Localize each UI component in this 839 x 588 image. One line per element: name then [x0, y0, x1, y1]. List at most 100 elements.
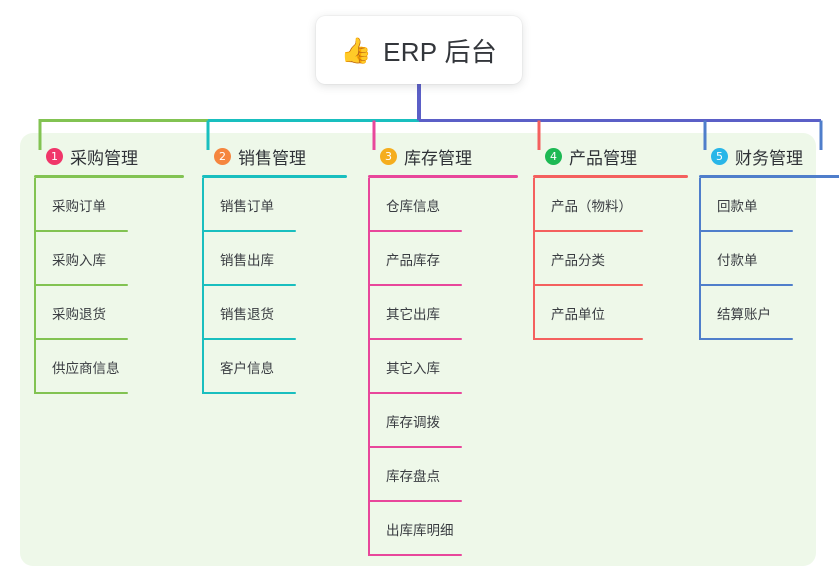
column-title: 财务管理 [735, 148, 803, 168]
item-underline [34, 230, 128, 232]
item-label: 产品（物料） [551, 199, 632, 214]
item-underline [699, 338, 793, 340]
column-items: 产品（物料） 产品分类产品单位 [533, 178, 688, 340]
column-badge-icon: 2 [214, 147, 231, 165]
list-item[interactable]: 客户信息 [202, 340, 347, 394]
column-5: 5 财务管理回款单付款单结算账户 [699, 143, 839, 340]
item-label: 回款单 [717, 199, 758, 214]
item-underline [533, 284, 643, 286]
item-underline [34, 338, 128, 340]
item-stem [202, 178, 204, 232]
item-label: 仓库信息 [386, 199, 440, 214]
item-underline [368, 230, 462, 232]
list-item[interactable]: 采购入库 [34, 232, 184, 286]
column-badge-icon: 4 [545, 147, 562, 165]
item-label: 付款单 [717, 253, 758, 268]
item-underline [368, 500, 462, 502]
list-item[interactable]: 产品分类 [533, 232, 688, 286]
list-item[interactable]: 仓库信息 [368, 178, 518, 232]
item-label: 客户信息 [220, 361, 274, 376]
item-underline [202, 230, 296, 232]
item-stem [34, 340, 36, 394]
item-stem [202, 286, 204, 340]
item-underline [699, 284, 793, 286]
item-label: 库存调拨 [386, 415, 440, 430]
list-item[interactable]: 供应商信息 [34, 340, 184, 394]
column-4: 4 产品管理产品（物料） 产品分类产品单位 [533, 143, 688, 340]
item-label: 销售出库 [220, 253, 274, 268]
item-label: 产品分类 [551, 253, 605, 268]
column-3: 3 库存管理仓库信息产品库存其它出库其它入库库存调拨库存盘点出库库明细 [368, 143, 518, 556]
item-underline [202, 284, 296, 286]
item-underline [533, 338, 643, 340]
list-item[interactable]: 销售退货 [202, 286, 347, 340]
item-stem [699, 232, 701, 286]
list-item[interactable]: 结算账户 [699, 286, 839, 340]
column-title: 销售管理 [238, 148, 306, 168]
item-stem [34, 286, 36, 340]
item-stem [699, 178, 701, 232]
item-stem [533, 232, 535, 286]
item-underline [202, 338, 296, 340]
list-item[interactable]: 采购订单 [34, 178, 184, 232]
item-label: 供应商信息 [52, 361, 120, 376]
column-title: 产品管理 [569, 148, 637, 168]
column-header-3[interactable]: 3 库存管理 [368, 143, 518, 169]
root-node-title: ERP 后台 [383, 36, 498, 67]
item-underline [368, 284, 462, 286]
root-node-card[interactable]: 👍 ERP 后台 [316, 16, 522, 84]
item-stem [368, 502, 370, 556]
list-item[interactable]: 付款单 [699, 232, 839, 286]
list-item[interactable]: 采购退货 [34, 286, 184, 340]
item-stem [368, 178, 370, 232]
list-item[interactable]: 产品库存 [368, 232, 518, 286]
column-underline [699, 175, 839, 178]
item-label: 出库库明细 [386, 523, 454, 538]
column-badge-icon: 5 [711, 147, 728, 165]
list-item[interactable]: 出库库明细 [368, 502, 518, 556]
list-item[interactable]: 产品（物料） [533, 178, 688, 232]
item-label: 采购退货 [52, 307, 106, 322]
item-stem [533, 286, 535, 340]
item-stem [202, 340, 204, 394]
column-underline [368, 175, 518, 178]
column-header-2[interactable]: 2 销售管理 [202, 143, 347, 169]
mindmap-panel [20, 133, 816, 566]
column-items: 采购订单采购入库采购退货供应商信息 [34, 178, 184, 394]
item-label: 销售退货 [220, 307, 274, 322]
item-label: 产品库存 [386, 253, 440, 268]
item-underline [34, 392, 128, 394]
list-item[interactable]: 其它入库 [368, 340, 518, 394]
item-stem [533, 178, 535, 232]
list-item[interactable]: 产品单位 [533, 286, 688, 340]
item-stem [34, 232, 36, 286]
item-underline [533, 230, 643, 232]
column-2: 2 销售管理销售订单销售出库销售退货客户信息 [202, 143, 347, 394]
list-item[interactable]: 库存调拨 [368, 394, 518, 448]
item-stem [699, 286, 701, 340]
item-underline [34, 284, 128, 286]
list-item[interactable]: 销售出库 [202, 232, 347, 286]
item-underline [368, 554, 462, 556]
column-header-5[interactable]: 5 财务管理 [699, 143, 839, 169]
column-badge-icon: 3 [380, 147, 397, 165]
column-title: 库存管理 [404, 148, 472, 168]
list-item[interactable]: 销售订单 [202, 178, 347, 232]
column-underline [202, 175, 347, 178]
column-header-4[interactable]: 4 产品管理 [533, 143, 688, 169]
item-underline [368, 446, 462, 448]
thumbs-up-icon: 👍 [340, 35, 373, 65]
item-underline [202, 392, 296, 394]
list-item[interactable]: 其它出库 [368, 286, 518, 340]
item-label: 销售订单 [220, 199, 274, 214]
item-label: 库存盘点 [386, 469, 440, 484]
item-underline [368, 392, 462, 394]
list-item[interactable]: 回款单 [699, 178, 839, 232]
item-stem [368, 394, 370, 448]
column-items: 仓库信息产品库存其它出库其它入库库存调拨库存盘点出库库明细 [368, 178, 518, 556]
list-item[interactable]: 库存盘点 [368, 448, 518, 502]
item-label: 采购订单 [52, 199, 106, 214]
